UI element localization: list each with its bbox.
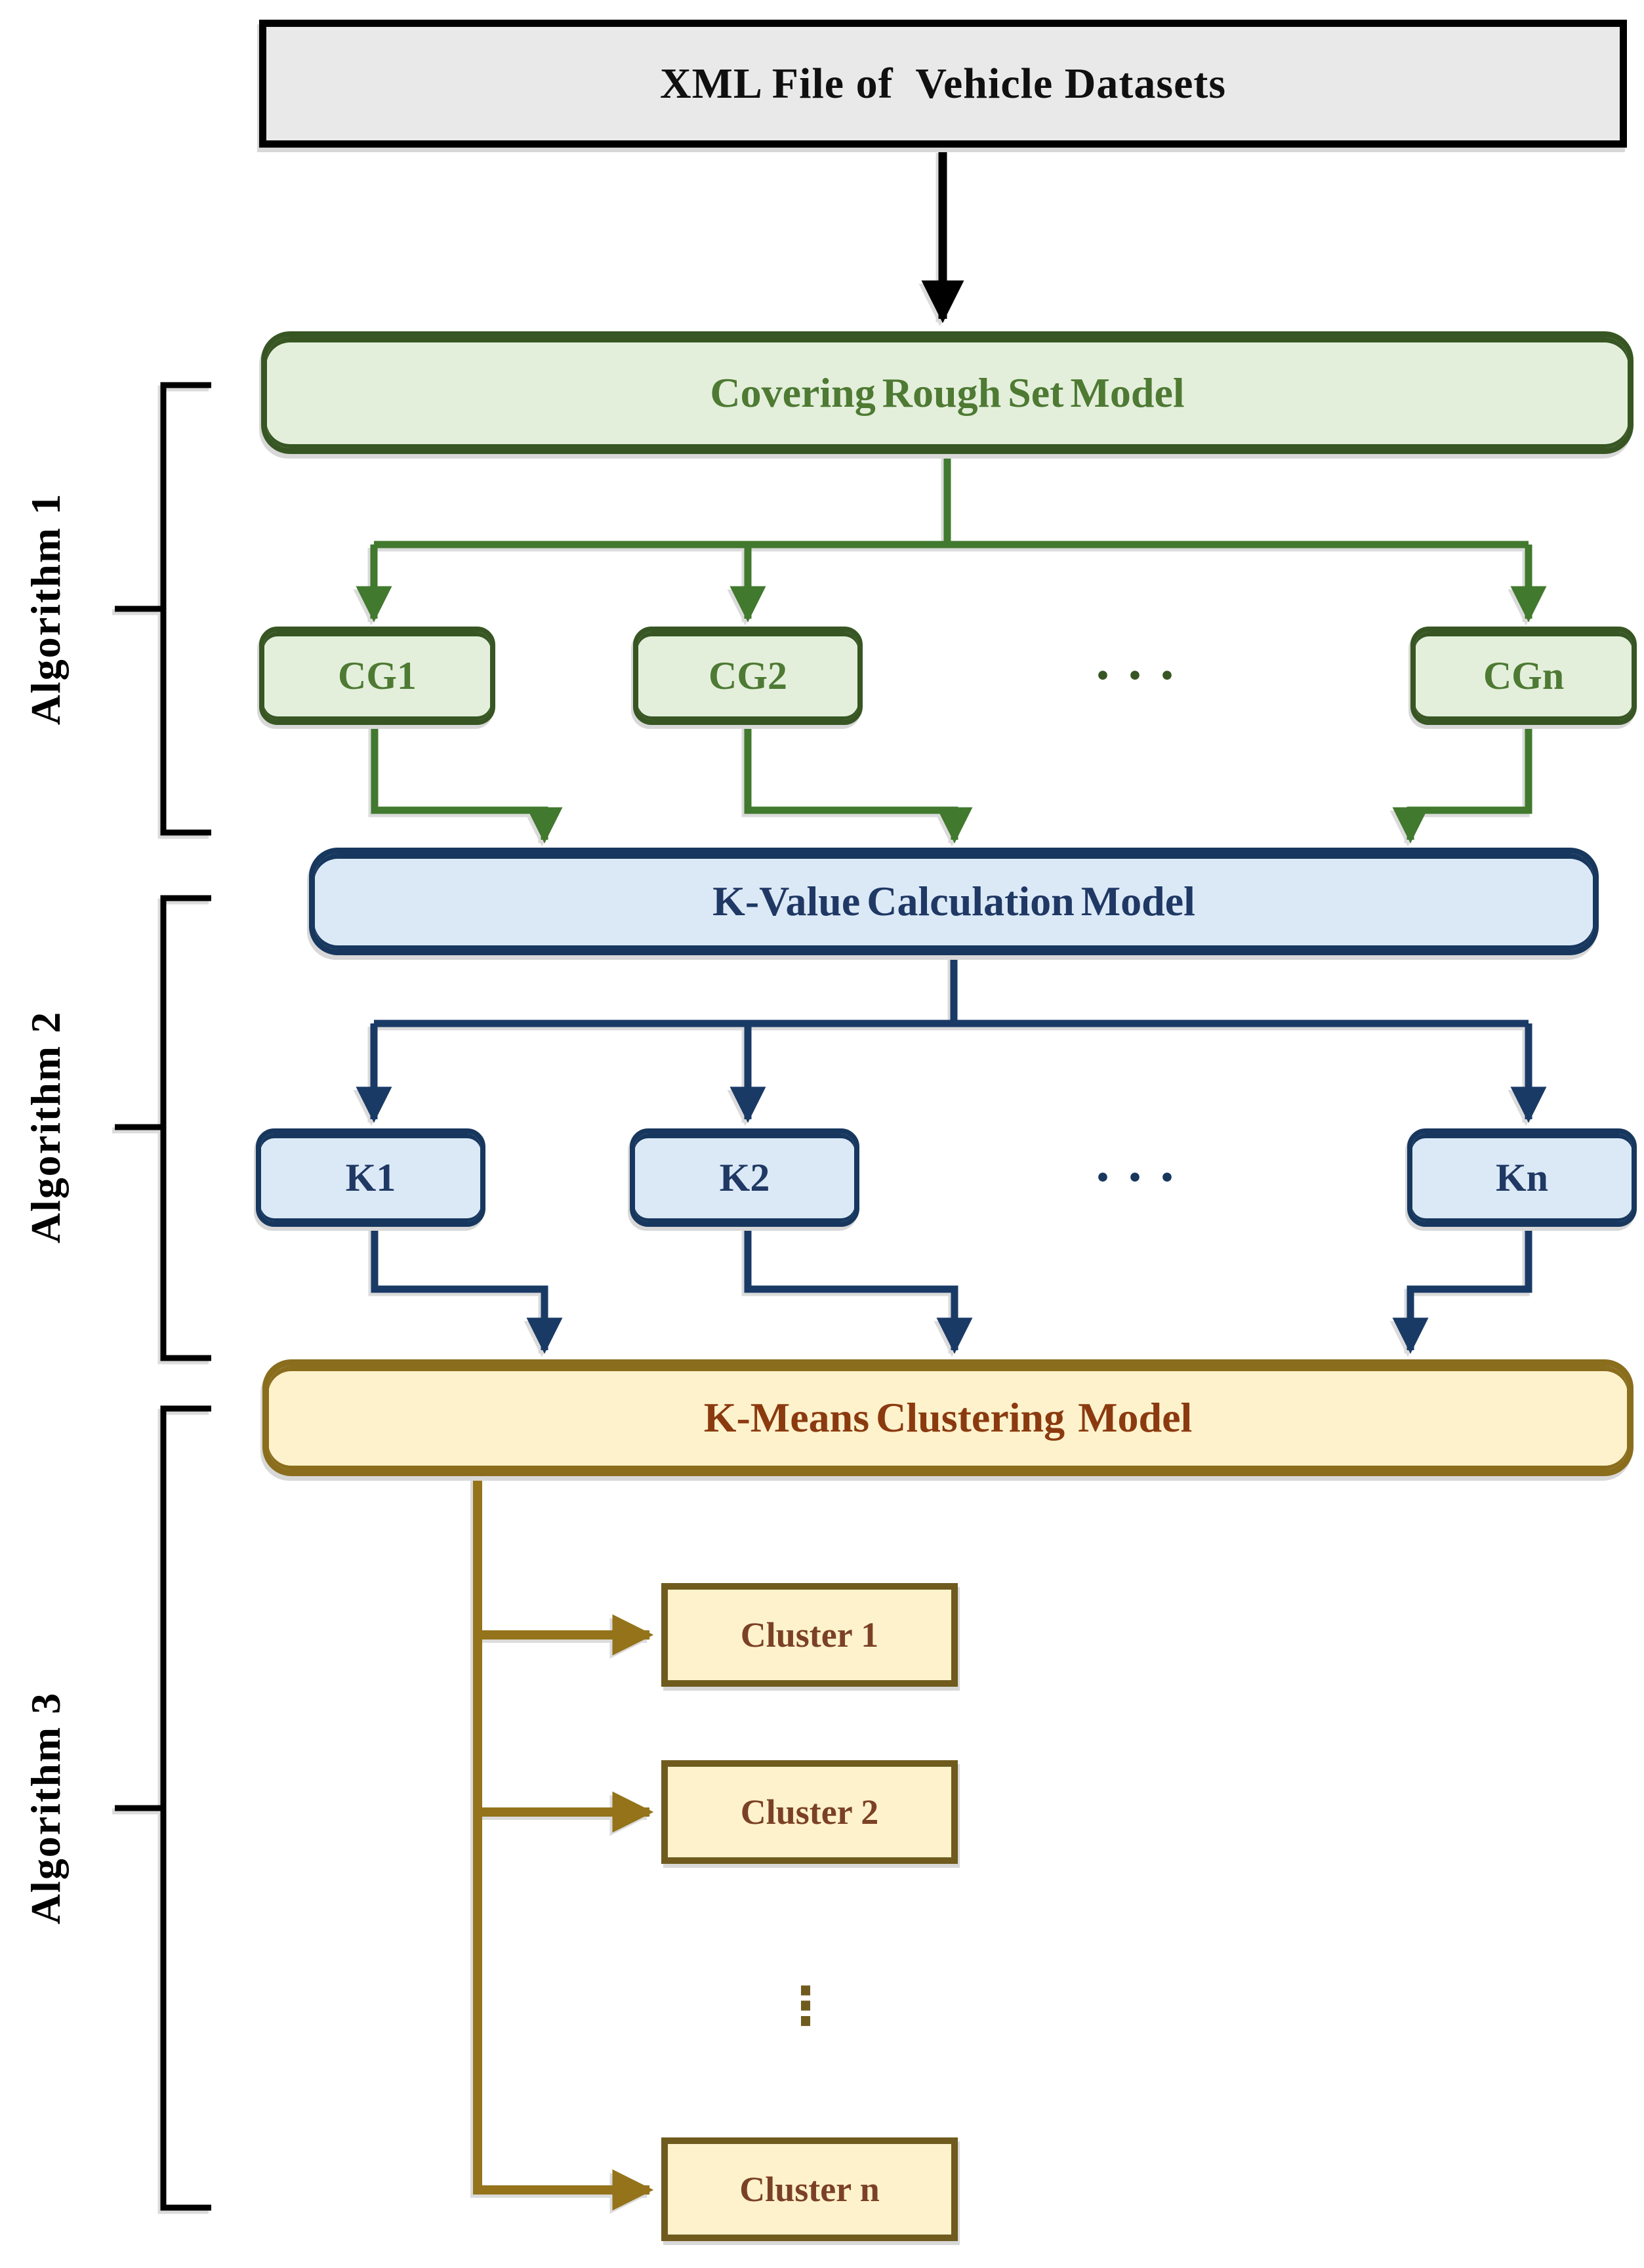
cluster2-box: Cluster 2 bbox=[661, 1760, 958, 1864]
connector-kvalue-fanout bbox=[374, 954, 1529, 1027]
arrow-cgn-to-kvalue bbox=[1392, 724, 1532, 844]
cluster2-label: Cluster 2 bbox=[740, 1792, 879, 1832]
arrow-cg2-to-kvalue bbox=[744, 724, 973, 844]
cluster1-label: Cluster 1 bbox=[740, 1615, 879, 1655]
k-means-label: K-Means Clustering Model bbox=[703, 1394, 1193, 1441]
algorithm3-label: Algorithm 3 bbox=[22, 1691, 69, 1925]
arrow-cg1-to-kvalue bbox=[371, 724, 563, 844]
cg2-box: CG2 bbox=[633, 627, 863, 725]
cluster1-box: Cluster 1 bbox=[661, 1583, 958, 1687]
connector-covering-fanout bbox=[374, 454, 1529, 548]
arrow-kmeans-to-cluster-n bbox=[473, 1473, 654, 2211]
kn-box: Kn bbox=[1407, 1128, 1637, 1227]
algorithm3-bracket bbox=[115, 1405, 211, 2211]
k1-label: K1 bbox=[345, 1155, 396, 1199]
covering-rough-set-box: Covering Rough Set Model bbox=[261, 331, 1634, 454]
cluster-n-label: Cluster n bbox=[739, 2170, 880, 2209]
arrow-k1-to-kmeans bbox=[371, 1226, 563, 1354]
k1-box: K1 bbox=[256, 1128, 485, 1227]
k2-box: K2 bbox=[630, 1128, 859, 1227]
xml-file-label: XML File of Vehicle Datasets bbox=[659, 59, 1227, 108]
k-row-ellipsis: · · · bbox=[1093, 1147, 1177, 1208]
kn-label: Kn bbox=[1495, 1155, 1549, 1199]
k-value-box: K-Value Calculation Model bbox=[309, 848, 1599, 955]
cluster-ellipsis: ⋮ bbox=[779, 1975, 832, 2036]
cg1-label: CG1 bbox=[338, 653, 417, 697]
cg2-label: CG2 bbox=[709, 653, 787, 697]
k-value-label: K-Value Calculation Model bbox=[712, 878, 1195, 924]
algorithm2-bracket bbox=[115, 895, 211, 1361]
arrow-k2-to-kmeans bbox=[744, 1226, 973, 1354]
algorithm2-label: Algorithm 2 bbox=[22, 1010, 69, 1244]
k2-label: K2 bbox=[719, 1155, 770, 1199]
xml-file-box: XML File of Vehicle Datasets bbox=[259, 20, 1627, 148]
k-means-box: K-Means Clustering Model bbox=[262, 1359, 1634, 1476]
cgn-box: CGn bbox=[1410, 627, 1637, 725]
cg1-box: CG1 bbox=[259, 627, 495, 725]
algorithm1-bracket bbox=[115, 382, 211, 836]
arrow-kn-to-kmeans bbox=[1392, 1226, 1532, 1354]
cg-row-ellipsis: · · · bbox=[1093, 645, 1177, 706]
covering-rough-set-label: Covering Rough Set Model bbox=[710, 369, 1185, 416]
cluster-n-box: Cluster n bbox=[661, 2137, 958, 2241]
algorithm1-label: Algorithm 1 bbox=[22, 492, 69, 726]
cgn-label: CGn bbox=[1483, 653, 1565, 697]
